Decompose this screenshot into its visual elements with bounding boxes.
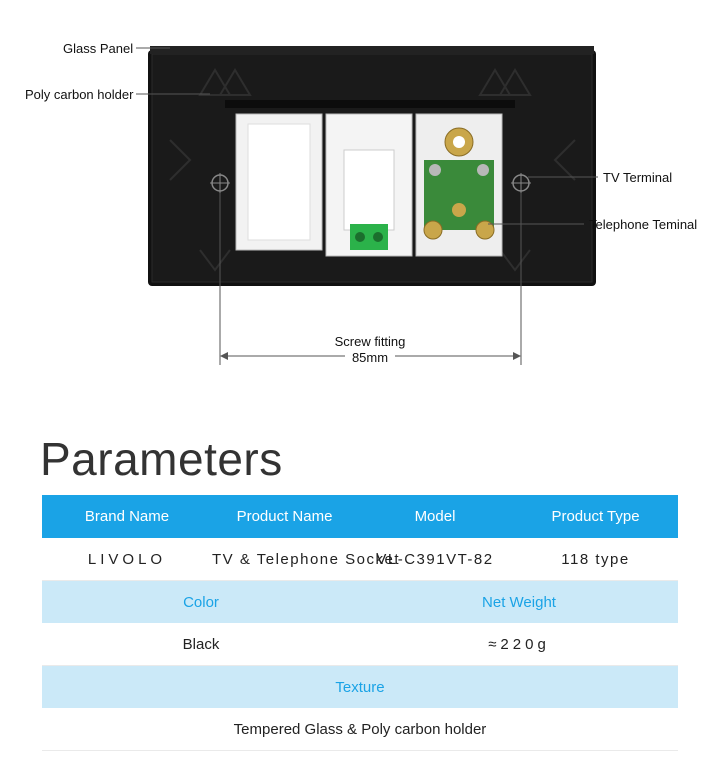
product-diagram: Glass Panel Poly carbon holder TV Termin…: [25, 41, 698, 365]
label-net-weight: Net Weight: [482, 593, 556, 611]
holder-ribs: [169, 68, 576, 272]
label-screw-distance: 85mm: [351, 350, 389, 365]
label-tv-terminal: TV Terminal: [603, 170, 673, 185]
label-color: Color: [183, 593, 219, 611]
label-telephone-terminal: Telephone Teminal: [589, 217, 698, 232]
label-poly-holder: Poly carbon holder: [25, 87, 134, 102]
value-net-weight: ≈220g: [488, 635, 550, 653]
value-color: Black: [182, 635, 220, 653]
glass-edge: [150, 46, 594, 54]
callout-lines: [136, 47, 598, 365]
parameters-title: Parameters: [40, 433, 283, 485]
value-product-name: TV & Telephone Socket: [212, 550, 400, 568]
table-row: Black ≈220g: [42, 623, 678, 666]
table-header-row: Brand Name Product Name Model Product Ty…: [42, 495, 678, 538]
value-model: VL-C391VT-82: [376, 550, 494, 568]
socket-panel-illustration: [136, 46, 598, 365]
header-product-name: Product Name: [236, 508, 333, 525]
table-row: Color Net Weight: [42, 581, 678, 623]
dim-arrow-left: [220, 352, 228, 360]
label-texture: Texture: [335, 678, 385, 696]
table-row: Texture: [42, 666, 678, 708]
header-model: Model: [414, 508, 456, 525]
table-row: Tempered Glass & Poly carbon holder: [42, 708, 678, 751]
value-texture: Tempered Glass & Poly carbon holder: [233, 720, 487, 738]
table-row: LIVOLO TV & Telephone Socket VL-C391VT-8…: [42, 538, 678, 581]
label-glass-panel: Glass Panel: [63, 41, 134, 56]
label-screw-fitting: Screw fitting: [334, 334, 406, 349]
parameters-table: Brand Name Product Name Model Product Ty…: [42, 495, 678, 751]
value-product-type: 118 type: [561, 550, 630, 568]
mount-bar: [225, 100, 515, 108]
dim-arrow-right: [513, 352, 521, 360]
header-product-type: Product Type: [551, 508, 640, 525]
header-brand-name: Brand Name: [84, 508, 170, 525]
value-brand-name: LIVOLO: [87, 550, 167, 568]
